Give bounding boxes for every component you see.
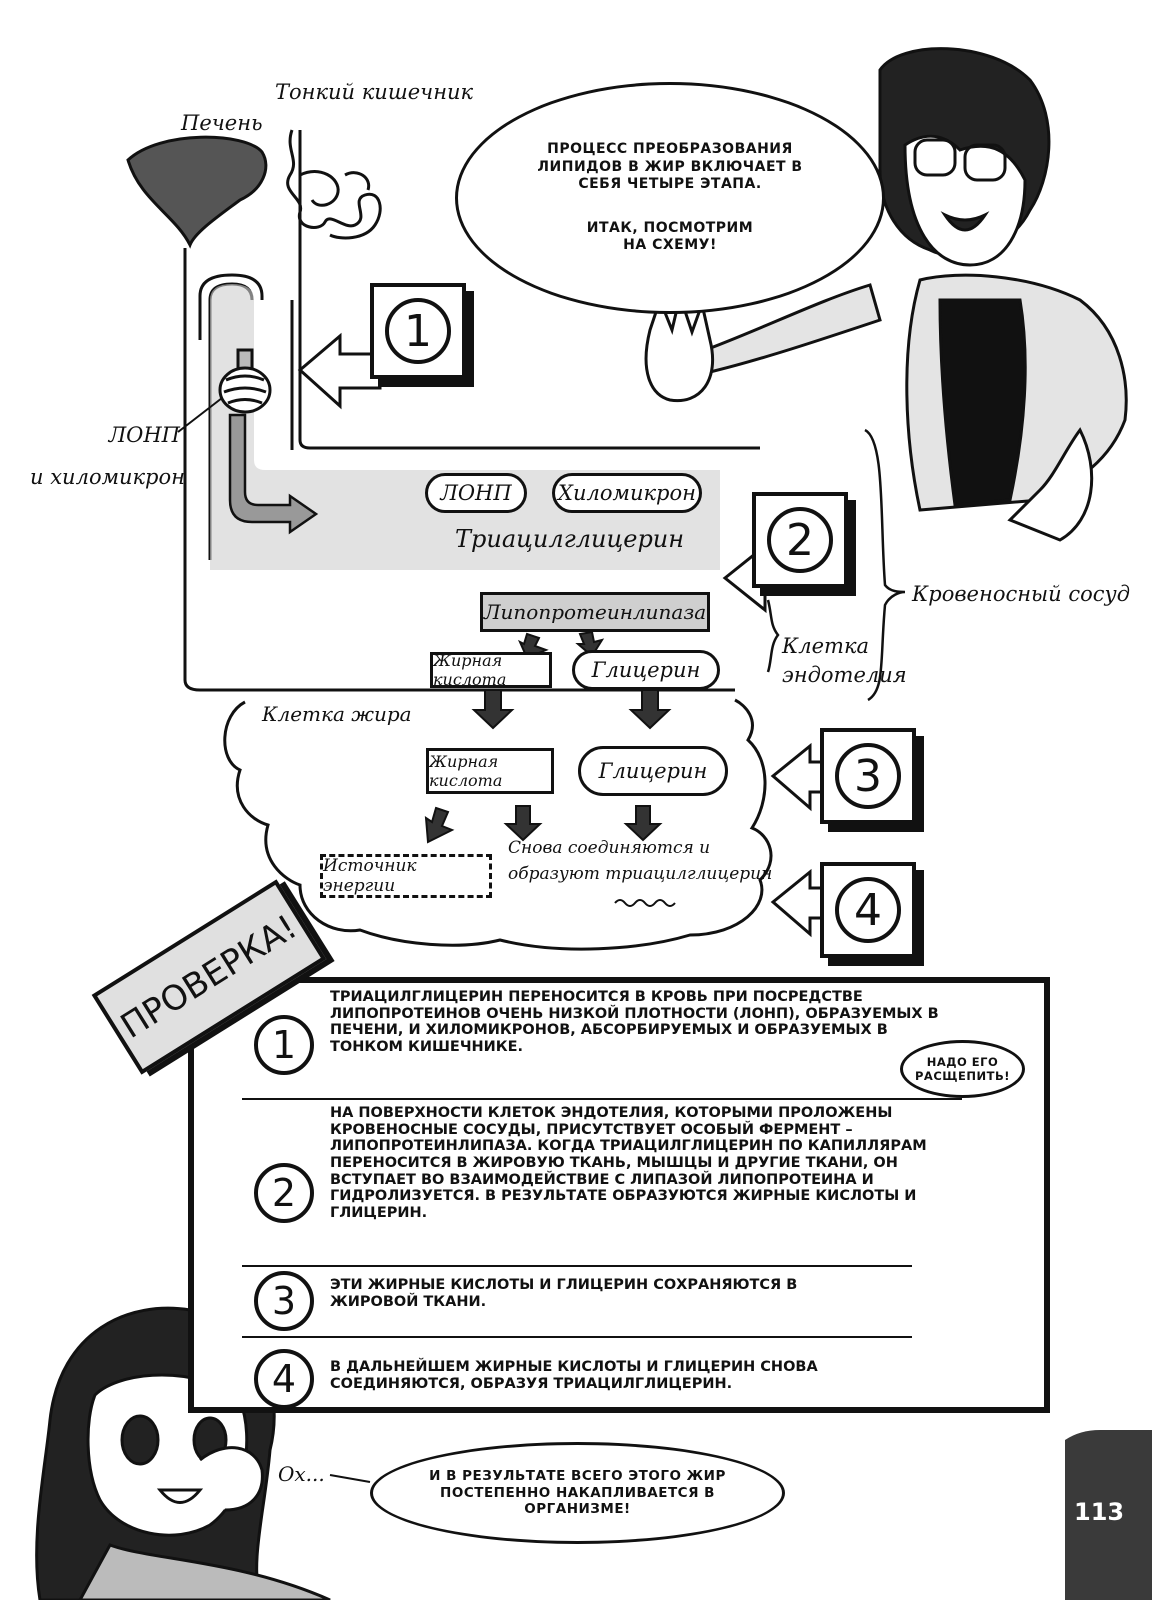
divider <box>242 1098 962 1100</box>
fat-cell-outline <box>223 698 773 951</box>
teacher-character <box>644 47 1128 542</box>
teacher-line-1: Процесс преобразования липидов в жир вкл… <box>537 141 803 193</box>
teacher-speech-bubble: Процесс преобразования липидов в жир вкл… <box>455 82 885 314</box>
page-tab <box>1065 1430 1152 1600</box>
teacher-line-2: Итак, посмотрим на схему! <box>586 219 754 254</box>
liver-label: Печень <box>181 111 263 135</box>
step-number: 2 <box>767 507 833 573</box>
endothelium-label: Клетка эндотелия <box>782 634 907 688</box>
down-arrows <box>424 630 672 844</box>
check-row-number: 1 <box>254 1015 314 1075</box>
blood-vessel-label: Кровеносный сосуд <box>912 582 1131 606</box>
endothelium-brace <box>766 599 780 673</box>
step-box-1: 1 <box>370 283 466 379</box>
fat-cell-label: Клетка жира <box>262 702 412 726</box>
intestine-drawing <box>286 129 382 240</box>
check-row-number: 3 <box>254 1271 314 1331</box>
triacylglycerol-label: Триацилглицерин <box>455 525 685 553</box>
intestine-label: Тонкий кишечник <box>275 80 474 104</box>
step-box-4: 4 <box>820 862 916 958</box>
page-number: 113 <box>1074 1498 1125 1526</box>
lipoprotein-particle <box>218 348 272 414</box>
flow-arrow <box>228 413 319 535</box>
lipoprotein-lipase-box: Липопротеинлипаза <box>480 592 710 632</box>
step-number: 4 <box>835 877 901 943</box>
check-row-text: Триацилглицерин переносится в кровь при … <box>330 989 939 1056</box>
check-row-number: 2 <box>254 1163 314 1223</box>
girl-character <box>35 1306 331 1600</box>
check-row-number: 4 <box>254 1349 314 1409</box>
step-box-3: 3 <box>820 728 916 824</box>
girl-speech-bubble: И в результате всего этого жир постепенн… <box>370 1442 785 1544</box>
chylomicron-pill: Хиломикрон <box>552 473 702 513</box>
arrow-step-1 <box>297 332 382 410</box>
enzyme-speech-bubble: Надо его расщепить! <box>900 1040 1025 1098</box>
step-box-2: 2 <box>752 492 848 588</box>
liver-drawing <box>126 135 268 249</box>
step-number: 3 <box>835 743 901 809</box>
check-panel: 1 Триацилглицерин переносится в кровь пр… <box>188 977 1050 1413</box>
step-number: 1 <box>385 298 451 364</box>
fat-fatty-acid-box: Жирная кислота <box>426 748 554 794</box>
vessel-fatty-acid-box: Жирная кислота <box>430 651 552 689</box>
check-row-text: На поверхности клеток эндотелия, которым… <box>330 1105 927 1222</box>
vessel-glycerol-pill: Глицерин <box>572 650 720 690</box>
check-row-text: В дальнейшем жирные кислоты и глицерин с… <box>330 1359 818 1392</box>
divider <box>242 1265 912 1267</box>
check-row-text: Эти жирные кислоты и глицерин сохраняютс… <box>330 1277 798 1310</box>
fat-glycerol-pill: Глицерин <box>578 746 728 796</box>
girl-sigh: Ох... <box>278 1462 325 1486</box>
vldl-label-line-2: и хиломикрон <box>30 465 185 489</box>
vldl-label-line-1: ЛОНП <box>108 423 180 447</box>
vldl-pill: ЛОНП <box>425 473 527 513</box>
vessel-brace <box>864 428 906 702</box>
recombine-label: Снова соединяются и образуют триацилглиц… <box>508 838 773 884</box>
enzyme-hat-label: Энзим <box>956 1078 998 1092</box>
divider <box>242 1336 912 1338</box>
energy-source-burst: Источник энергии <box>320 854 492 898</box>
